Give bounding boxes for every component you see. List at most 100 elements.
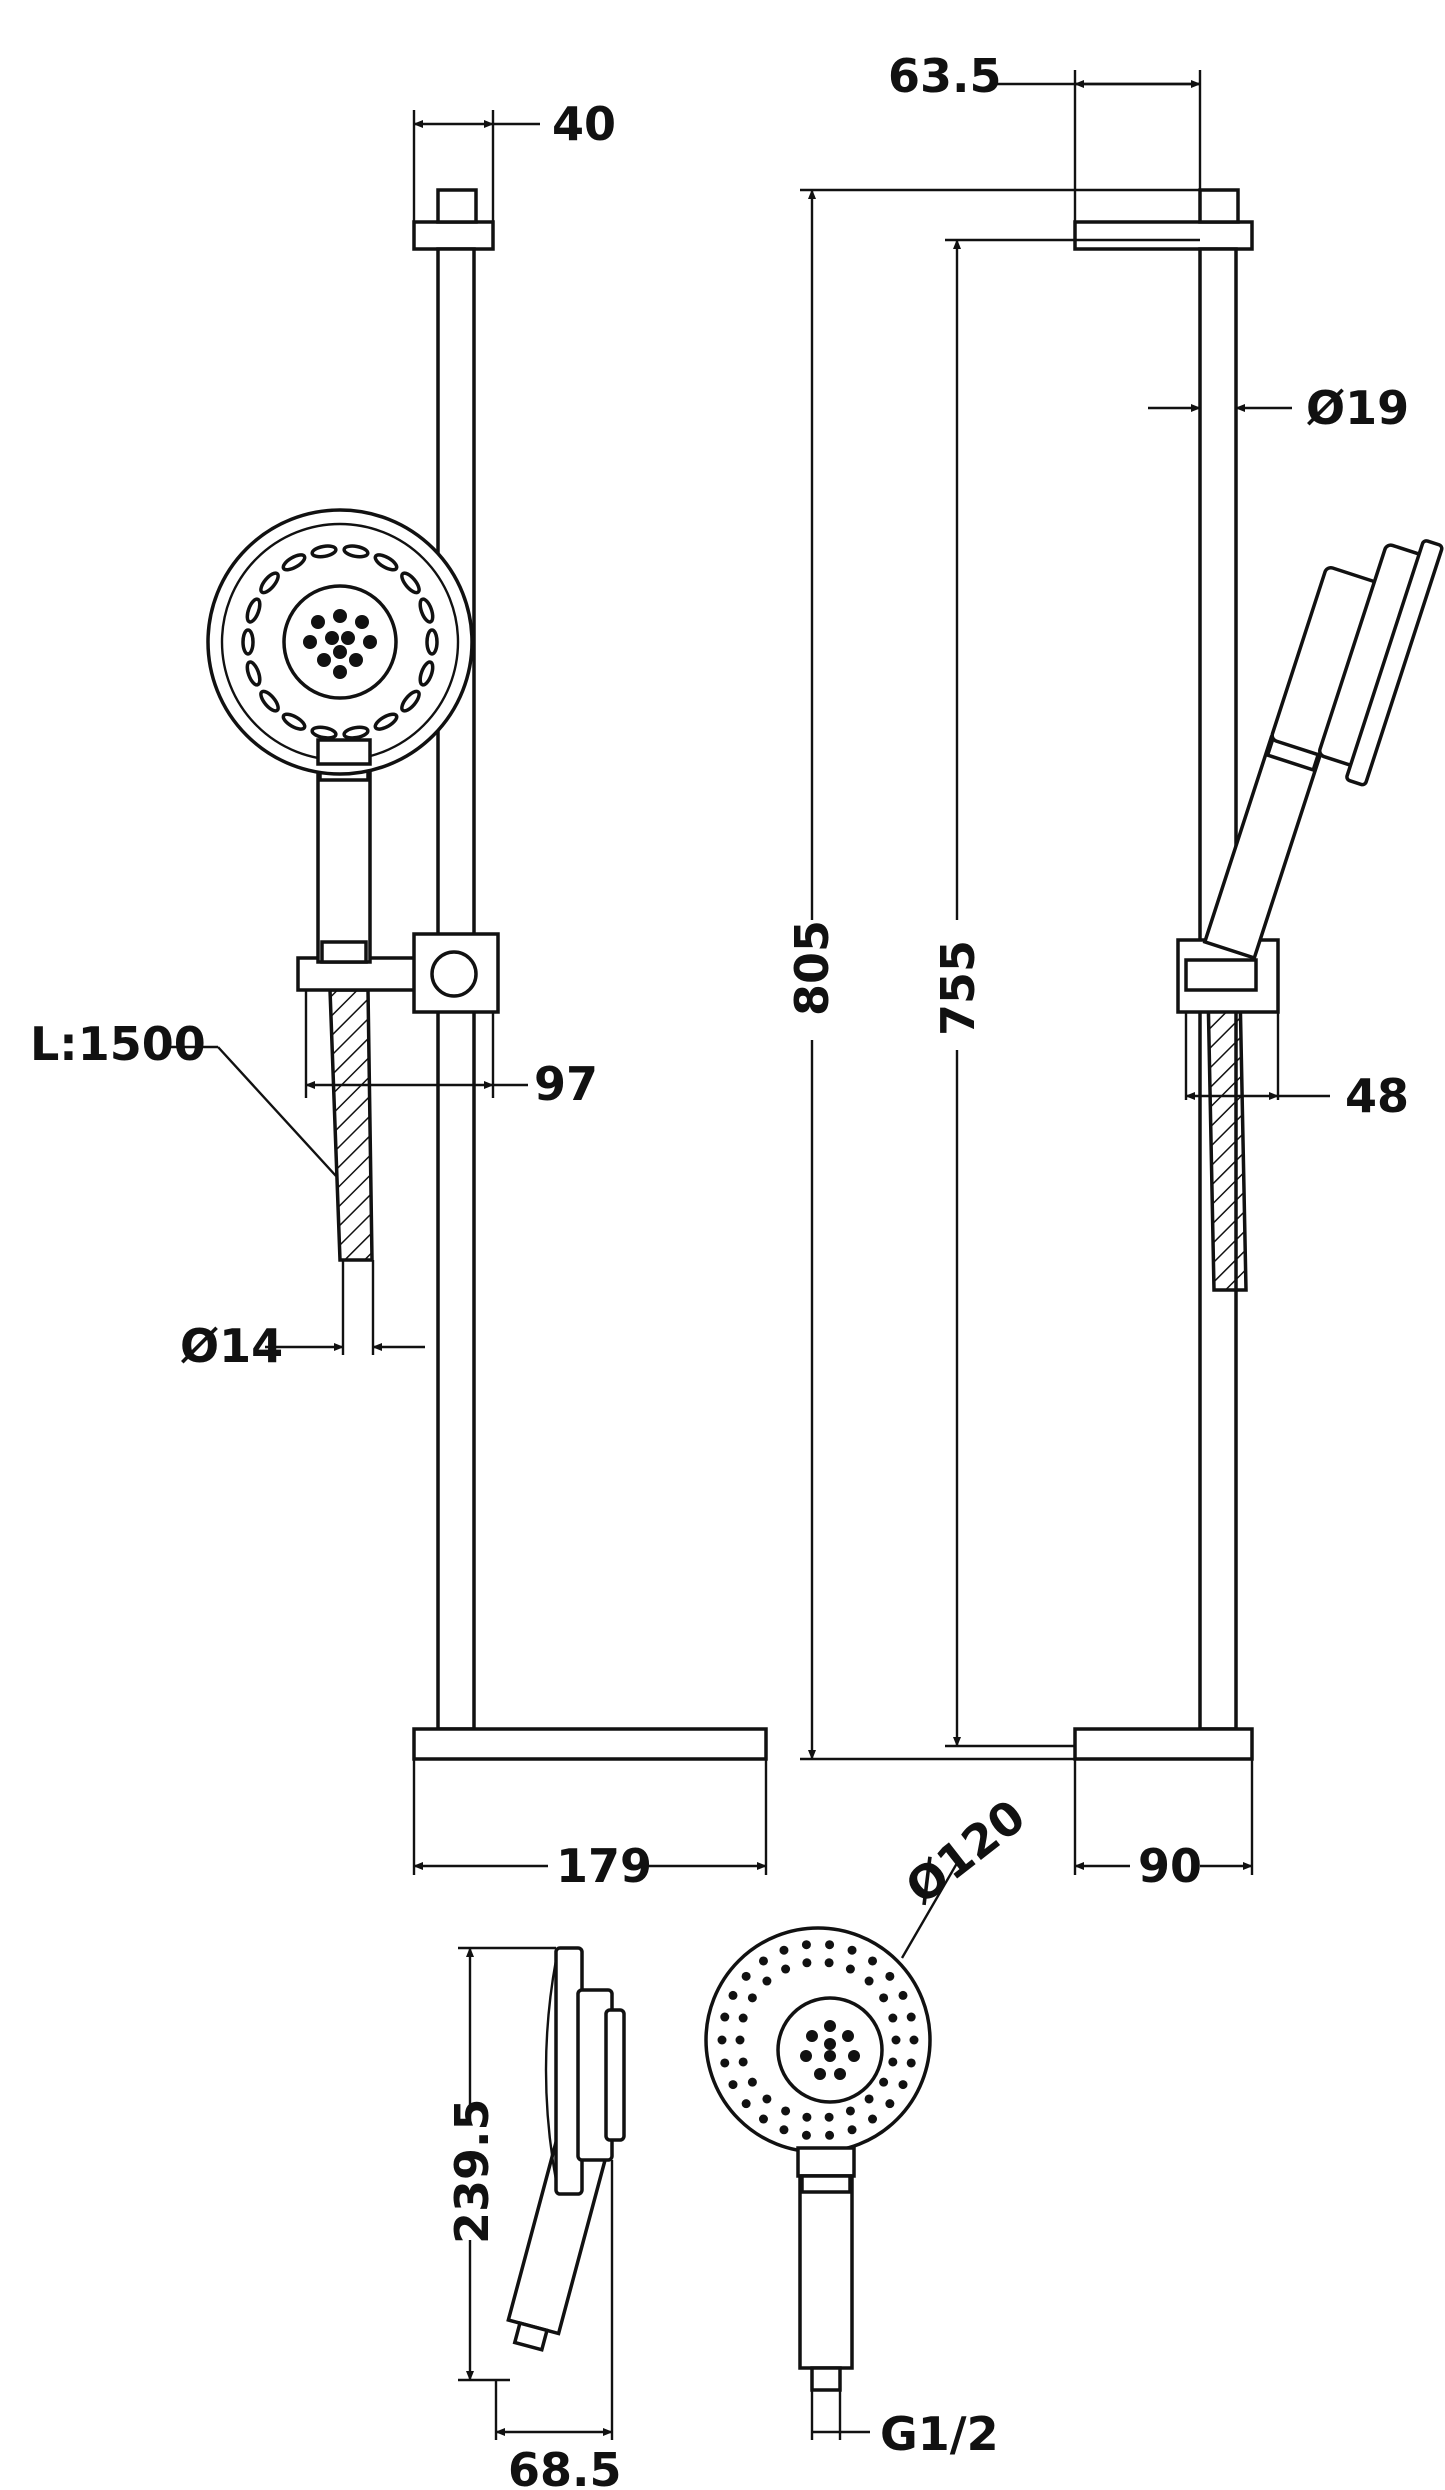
- front-head-nozzles: [241, 544, 439, 740]
- nozzle-dot: [720, 2058, 730, 2068]
- handset-side-view: [506, 1946, 626, 2352]
- handset-front-handle: [798, 2174, 854, 2370]
- nozzle-dot: [779, 2125, 789, 2135]
- front-handle-tip: [320, 940, 368, 964]
- dim-side-base-width: 90: [1138, 1839, 1202, 1893]
- nozzle-dot: [758, 2114, 768, 2124]
- nozzle-dot: [325, 631, 339, 645]
- side-hose: [1206, 988, 1248, 1292]
- nozzle-dot: [898, 1990, 908, 2000]
- side-holder-arm: [1184, 958, 1258, 992]
- front-head-neck: [316, 738, 372, 766]
- nozzle-slot: [400, 689, 421, 713]
- dim-holder-projection: 97: [534, 1057, 598, 1111]
- nozzle-dot: [747, 2077, 757, 2087]
- side-head-face: [1345, 539, 1444, 787]
- nozzle-dot: [762, 1976, 772, 1986]
- nozzle-slot: [373, 712, 399, 731]
- nozzle-dot: [762, 2094, 772, 2104]
- nozzle-dot: [349, 653, 363, 667]
- nozzle-dot: [879, 2077, 889, 2087]
- side-top-bracket: [1073, 220, 1254, 251]
- nozzle-dot: [311, 615, 325, 629]
- nozzle-dot: [333, 609, 347, 623]
- dim-side-bracket-width: 63.5: [888, 49, 1002, 103]
- nozzle-dot: [824, 2050, 836, 2062]
- nozzle-dot: [728, 1990, 738, 2000]
- nozzle-slot: [259, 571, 280, 595]
- nozzle-dot: [806, 2030, 818, 2042]
- nozzle-dot: [800, 2050, 812, 2062]
- front-top-cap: [436, 188, 478, 224]
- nozzle-dot: [355, 615, 369, 629]
- side-handset: [1202, 539, 1444, 961]
- nozzle-dot: [845, 1964, 855, 1974]
- nozzle-dot: [885, 2099, 895, 2109]
- nozzle-dot: [885, 1971, 895, 1981]
- dim-rail-diameter: Ø19: [1306, 381, 1409, 435]
- nozzle-slot: [281, 553, 307, 572]
- dim-base-depth: 179: [556, 1839, 652, 1893]
- handset-front-nozzles: [717, 1940, 919, 2140]
- nozzle-dot: [738, 2013, 748, 2023]
- nozzle-slot: [418, 597, 435, 624]
- nozzle-dot: [824, 2038, 836, 2050]
- nozzle-slot: [245, 660, 262, 687]
- handset-side-thread: [512, 2321, 550, 2352]
- nozzle-dot: [747, 1993, 757, 2003]
- nozzle-dot: [868, 1956, 878, 1966]
- nozzle-dot: [824, 2112, 834, 2122]
- nozzle-slot: [373, 553, 399, 572]
- side-top-cap: [1198, 188, 1240, 224]
- handset-side-nozzle-edge: [544, 1959, 558, 2181]
- front-view: [206, 188, 768, 1761]
- nozzle-dot: [779, 1945, 789, 1955]
- dim-total-height: 805: [785, 920, 839, 1016]
- nozzle-dot: [802, 2112, 812, 2122]
- nozzle-dot: [898, 2080, 908, 2090]
- nozzle-slot: [400, 571, 421, 595]
- nozzle-slot: [245, 597, 262, 624]
- nozzle-dot: [728, 2080, 738, 2090]
- handset-front-view: [704, 1926, 932, 2392]
- nozzle-dot: [717, 2035, 727, 2045]
- nozzle-dot: [363, 635, 377, 649]
- handset-side-back: [604, 2008, 626, 2142]
- nozzle-dot: [864, 1976, 874, 1986]
- dim-hose-diameter: Ø14: [180, 1319, 283, 1373]
- nozzle-dot: [720, 2012, 730, 2022]
- front-handle: [316, 760, 372, 964]
- nozzle-dot: [781, 1964, 791, 1974]
- nozzle-dot: [824, 1958, 834, 1968]
- nozzle-slot: [342, 725, 370, 740]
- nozzle-dot: [741, 1971, 751, 1981]
- dim-side-holder-projection: 48: [1345, 1069, 1409, 1123]
- dim-thread-size: G1/2: [880, 2407, 999, 2461]
- nozzle-dot: [906, 2058, 916, 2068]
- nozzle-dot: [781, 2106, 791, 2116]
- nozzle-dot: [333, 645, 347, 659]
- nozzle-dot: [738, 2057, 748, 2067]
- nozzle-dot: [341, 631, 355, 645]
- nozzle-dot: [847, 1945, 857, 1955]
- nozzle-dot: [758, 1956, 768, 1966]
- nozzle-slot: [418, 660, 435, 687]
- nozzle-dot: [847, 2125, 857, 2135]
- nozzle-dot: [741, 2099, 751, 2109]
- nozzle-slot: [425, 628, 439, 656]
- nozzle-dot: [824, 2020, 836, 2032]
- nozzle-dot: [842, 2030, 854, 2042]
- nozzle-dot: [317, 653, 331, 667]
- handset-front-collar: [800, 2174, 852, 2194]
- nozzle-slot: [241, 628, 255, 656]
- nozzle-dot: [801, 1940, 811, 1950]
- nozzle-dot: [868, 2114, 878, 2124]
- dim-handset-length: 239.5: [445, 2098, 499, 2244]
- nozzle-dot: [879, 1993, 889, 2003]
- dim-rail-height: 755: [931, 940, 985, 1036]
- nozzle-dot: [825, 1940, 835, 1950]
- nozzle-dot: [845, 2106, 855, 2116]
- nozzle-dot: [906, 2012, 916, 2022]
- nozzle-dot: [814, 2068, 826, 2080]
